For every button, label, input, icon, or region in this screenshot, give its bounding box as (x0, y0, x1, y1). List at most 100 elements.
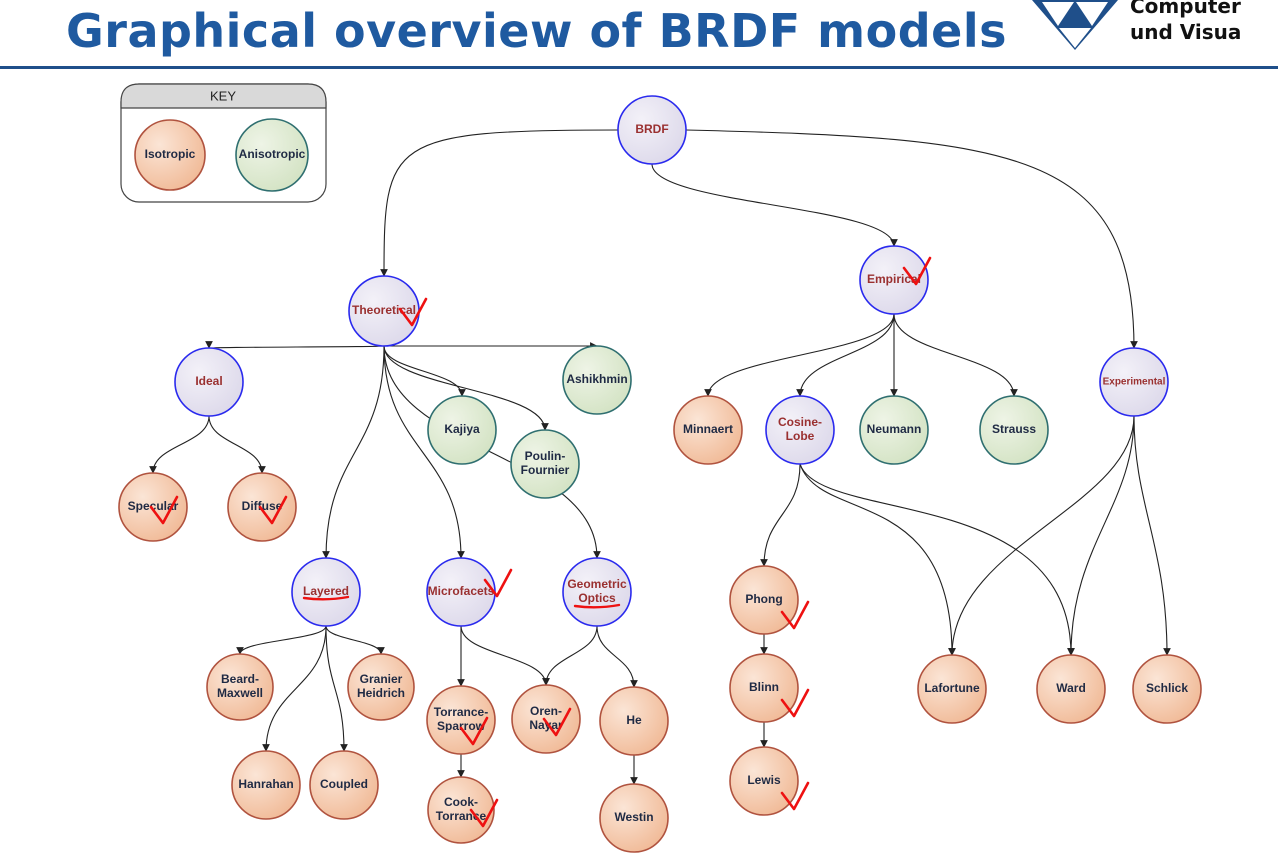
node-circle-experimental (1099, 347, 1169, 417)
node-theoretical: Theoretical (348, 275, 420, 347)
title-divider (0, 66, 1278, 69)
node-label-lafortune: Lafortune (924, 681, 980, 695)
node-label-poulin: Fournier (521, 463, 570, 477)
node-circle-ashikhmin (562, 345, 632, 415)
node-label-poulin: Poulin- (525, 449, 566, 463)
node-circle-brdf (617, 95, 687, 165)
node-circle-cook (427, 776, 495, 844)
node-circle-granier (347, 653, 415, 721)
edge-theoretical-geometric (383, 345, 601, 559)
node-schlick: Schlick (1132, 654, 1202, 724)
node-microfacets: Microfacets (426, 557, 496, 627)
edge-theoretical-kajiya (383, 345, 466, 397)
node-lewis: Lewis (729, 746, 799, 816)
node-phong: Phong (729, 565, 799, 635)
checkmark-lewis (780, 781, 810, 811)
node-he: He (599, 686, 669, 756)
node-label-ward: Ward (1056, 681, 1086, 695)
node-label-ashikhmin: Ashikhmin (566, 372, 627, 386)
node-ward: Ward (1036, 654, 1106, 724)
node-diffuse: Diffuse (227, 472, 297, 542)
node-label-strauss: Strauss (992, 422, 1036, 436)
edge-empirical-strauss (893, 313, 1018, 397)
edge-layered-coupled (325, 625, 348, 752)
key-isotropic-swatch (134, 119, 206, 191)
edges (149, 129, 1171, 785)
institute-logo: Computer und Visua (1012, 0, 1278, 50)
node-label-cosine: Lobe (786, 429, 815, 443)
node-circle-blinn (729, 653, 799, 723)
node-label-geometric: Optics (578, 591, 616, 605)
node-label-minnaert: Minnaert (683, 422, 733, 436)
node-label-cook: Cook- (444, 795, 478, 809)
node-circle-hanrahan (231, 750, 301, 820)
checkmark-specular (149, 495, 179, 525)
edge-brdf-theoretical (380, 129, 619, 277)
edge-empirical-cosine (796, 313, 895, 397)
edge-empirical-minnaert (704, 313, 895, 397)
node-label-cosine: Cosine- (778, 415, 822, 429)
node-circle-kajiya (427, 395, 497, 465)
node-circle-phong (729, 565, 799, 635)
node-label-theoretical: Theoretical (352, 303, 416, 317)
logo-text-line1: Computer (1130, 0, 1241, 18)
node-experimental: Experimental (1099, 347, 1169, 417)
node-label-experimental: Experimental (1103, 377, 1166, 388)
node-ashikhmin: Ashikhmin (562, 345, 632, 415)
node-label-neumann: Neumann (867, 422, 922, 436)
node-label-he: He (626, 713, 642, 727)
node-circle-geometric (562, 557, 632, 627)
checkmark-torrance (459, 716, 489, 746)
key-isotropic-label: Isotropic (145, 147, 196, 161)
edge-brdf-empirical (651, 163, 898, 247)
node-label-torrance: Sparrow (437, 719, 486, 733)
checkmark-oren (542, 707, 572, 737)
nodes: BRDFTheoreticalEmpiricalExperimentalIdea… (118, 95, 1202, 853)
edge-theoretical-layered (322, 345, 385, 559)
edge-experimental-schlick (1133, 415, 1171, 656)
node-label-torrance: Torrance- (434, 705, 488, 719)
edge-theoretical-microfacets (383, 345, 465, 559)
node-label-empirical: Empirical (867, 272, 921, 286)
node-empirical: Empirical (859, 245, 929, 315)
node-layered: Layered (291, 557, 361, 627)
node-label-hanrahan: Hanrahan (238, 777, 293, 791)
node-label-beard: Beard- (221, 672, 259, 686)
key-anisotropic-swatch (235, 118, 309, 192)
node-strauss: Strauss (979, 395, 1049, 465)
node-circle-neumann (859, 395, 929, 465)
checkmark-blinn (780, 688, 810, 718)
node-label-brdf: BRDF (635, 122, 668, 136)
edge-cosine-ward (799, 463, 1075, 656)
node-lafortune: Lafortune (917, 654, 987, 724)
node-label-oren: Nayar (529, 718, 563, 732)
node-kajiya: Kajiya (427, 395, 497, 465)
key-heading: KEY (210, 88, 236, 103)
node-cosine: Cosine-Lobe (765, 395, 835, 465)
node-label-schlick: Schlick (1146, 681, 1188, 695)
node-cook: Cook-Torrance (427, 776, 495, 844)
node-circle-diffuse (227, 472, 297, 542)
node-label-westin: Westin (614, 810, 653, 824)
node-oren: Oren-Nayar (511, 684, 581, 754)
checkmark-phong (780, 600, 810, 630)
node-circle-lewis (729, 746, 799, 816)
checkmark-theoretical (398, 297, 428, 327)
logo-text-line2: und Visua (1130, 20, 1242, 44)
node-blinn: Blinn (729, 653, 799, 723)
edge-brdf-experimental (685, 129, 1138, 349)
node-circle-he (599, 686, 669, 756)
edge-cosine-lafortune (799, 463, 956, 656)
node-label-specular: Specular (128, 499, 179, 513)
checkmark-cook (469, 798, 499, 828)
node-circle-coupled (309, 750, 379, 820)
node-label-lewis: Lewis (747, 773, 781, 787)
node-label-kajiya: Kajiya (444, 422, 480, 436)
node-circle-ward (1036, 654, 1106, 724)
node-circle-strauss (979, 395, 1049, 465)
node-neumann: Neumann (859, 395, 929, 465)
checkmark-empirical (902, 256, 932, 286)
edge-geometric-he (596, 625, 638, 688)
